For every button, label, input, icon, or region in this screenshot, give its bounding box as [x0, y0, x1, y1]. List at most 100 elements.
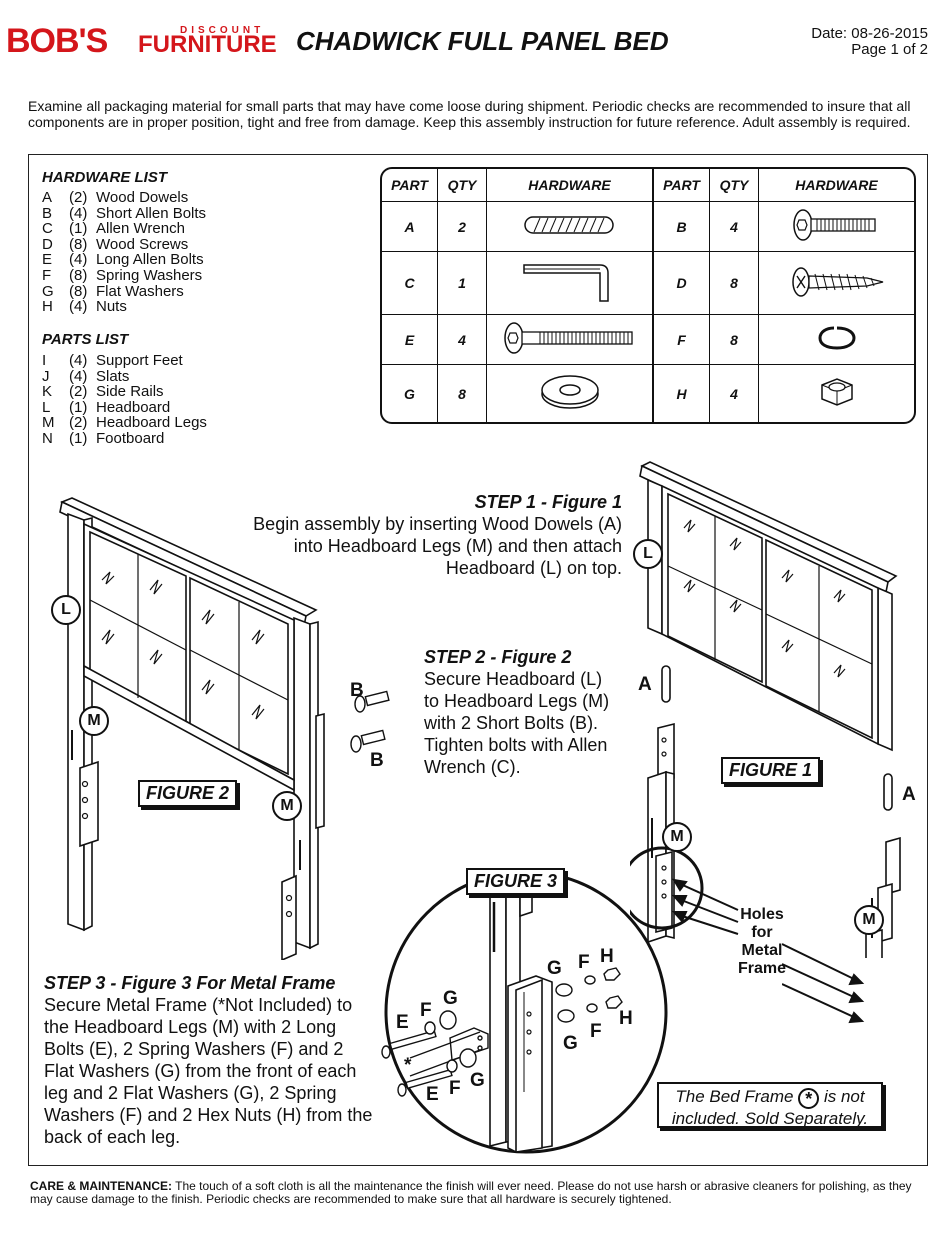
item-qty: (4) [69, 251, 88, 269]
long-bolt-icon [503, 322, 633, 355]
flat-washer-icon [540, 375, 599, 409]
item-name: Long Allen Bolts [96, 251, 204, 269]
part-cell: D [654, 252, 710, 316]
item-name: Wood Dowels [96, 189, 189, 206]
list-item: I(4)Support Feet [42, 353, 207, 369]
holes-label: Holes for Metal Frame [730, 906, 794, 978]
item-name: Footboard [96, 429, 165, 447]
item-qty: (2) [69, 189, 88, 206]
holes-label-line: Metal [741, 942, 783, 959]
item-letter: C [42, 220, 53, 238]
hardware-cell [759, 315, 914, 366]
step1-line: Headboard (L) on top. [445, 558, 622, 578]
figure3-label: FIGURE 3 [466, 868, 566, 895]
step3-line: Flat Washers (G) from the front of each [44, 1061, 357, 1081]
callout-star: * [404, 1055, 412, 1076]
table-header-row: PART QTY HARDWARE PART QTY HARDWARE [382, 169, 914, 202]
spring-washer-icon [817, 326, 856, 350]
allen-wrench-icon [522, 263, 609, 302]
item-name: Headboard Legs [96, 414, 207, 432]
item-qty: (1) [69, 220, 88, 238]
hardware-cell [759, 365, 914, 422]
qty-cell: 4 [438, 315, 487, 366]
qty-cell: 8 [710, 252, 759, 316]
callout-f: F [420, 1000, 432, 1021]
hardware-cell [759, 252, 914, 316]
item-letter: G [42, 282, 54, 300]
item-letter: K [42, 383, 53, 401]
list-item: A(2)Wood Dowels [42, 190, 206, 206]
step2-line: Tighten bolts with Allen [424, 735, 608, 755]
note-line2: included. Sold Separately. [671, 1109, 869, 1128]
callout-e: E [396, 1012, 409, 1033]
list-item: N(1)Footboard [42, 431, 207, 447]
part-cell: E [382, 315, 438, 366]
callout-m: M [854, 905, 884, 935]
step1-heading: STEP 1 - Figure 1 [474, 492, 622, 512]
hardware-cell [759, 202, 914, 253]
callout-m: M [272, 791, 302, 821]
callout-g: G [443, 988, 458, 1009]
callout-a: A [902, 784, 916, 805]
figure1-label: FIGURE 1 [721, 757, 821, 784]
item-qty: (1) [69, 429, 88, 447]
logo-discount: DISCOUNT [180, 25, 265, 36]
step1-line: Begin assembly by inserting Wood Dowels … [253, 514, 622, 534]
figure2-label: FIGURE 2 [138, 780, 238, 807]
step3-line: Secure Metal Frame (*Not Included) to [44, 995, 353, 1015]
care-label: CARE & MAINTENANCE: [30, 1179, 172, 1193]
item-letter: D [42, 235, 53, 253]
list-item: F(8)Spring Washers [42, 268, 206, 284]
step3-line: leg and 2 Flat Washers (G), 2 Spring [44, 1083, 337, 1103]
step1-block: STEP 1 - Figure 1 Begin assembly by inse… [253, 492, 622, 579]
part-cell: B [654, 202, 710, 253]
figure2-drawing [59, 497, 390, 960]
callout-b: B [350, 680, 364, 701]
part-cell: C [382, 252, 438, 316]
col-header: PART [382, 169, 438, 202]
col-header: HARDWARE [487, 169, 654, 202]
note-text: is not [823, 1087, 865, 1106]
col-header: HARDWARE [759, 169, 914, 202]
hex-nut-icon [820, 378, 853, 407]
figure1-drawing [630, 461, 901, 958]
hardware-cell [487, 252, 654, 316]
star-icon: * [798, 1088, 820, 1109]
parts-list: PARTS LIST I(4)Support Feet J(4)Slats K(… [42, 331, 207, 447]
item-letter: L [42, 398, 51, 416]
callout-h: H [619, 1008, 633, 1029]
parts-list-title: PARTS LIST [42, 331, 129, 348]
item-letter: B [42, 204, 53, 222]
note-text: The Bed Frame [675, 1087, 794, 1106]
item-qty: (4) [69, 298, 88, 316]
table-row: C 1 D 8 [382, 252, 914, 316]
step2-heading: STEP 2 - Figure 2 [424, 647, 572, 667]
bed-frame-note: The Bed Frame * is not included. Sold Se… [657, 1082, 883, 1128]
item-name: Nuts [96, 298, 127, 316]
callout-g: G [470, 1070, 485, 1091]
logo-furniture: FURNITURE [138, 31, 277, 58]
list-item: C(1)Allen Wrench [42, 221, 206, 237]
step3-line: Washers (F) and 2 Hex Nuts (H) from the [44, 1105, 373, 1125]
qty-cell: 8 [710, 315, 759, 366]
callout-g: G [547, 958, 562, 979]
holes-label-line: Frame [737, 960, 787, 977]
item-name: Flat Washers [96, 282, 184, 300]
callout-l: L [633, 539, 663, 569]
callout-l: L [51, 595, 81, 625]
item-letter: H [42, 298, 53, 316]
list-item: E(4)Long Allen Bolts [42, 252, 206, 268]
item-qty: (8) [69, 235, 88, 253]
logo-bobs: BOB'S [6, 22, 108, 60]
list-item: K(2)Side Rails [42, 384, 207, 400]
callout-m: M [79, 706, 109, 736]
holes-label-line: for [751, 924, 773, 941]
col-header: QTY [710, 169, 759, 202]
instruction-frame [28, 154, 928, 1166]
hardware-table: PART QTY HARDWARE PART QTY HARDWARE A 2 … [380, 167, 916, 424]
step3-line: the Headboard Legs (M) with 2 Long [44, 1017, 337, 1037]
list-item: M(2)Headboard Legs [42, 415, 207, 431]
step3-line: back of each leg. [44, 1127, 181, 1147]
list-item: B(4)Short Allen Bolts [42, 204, 206, 222]
step3-line: Bolts (E), 2 Spring Washers (F) and 2 [44, 1039, 344, 1059]
